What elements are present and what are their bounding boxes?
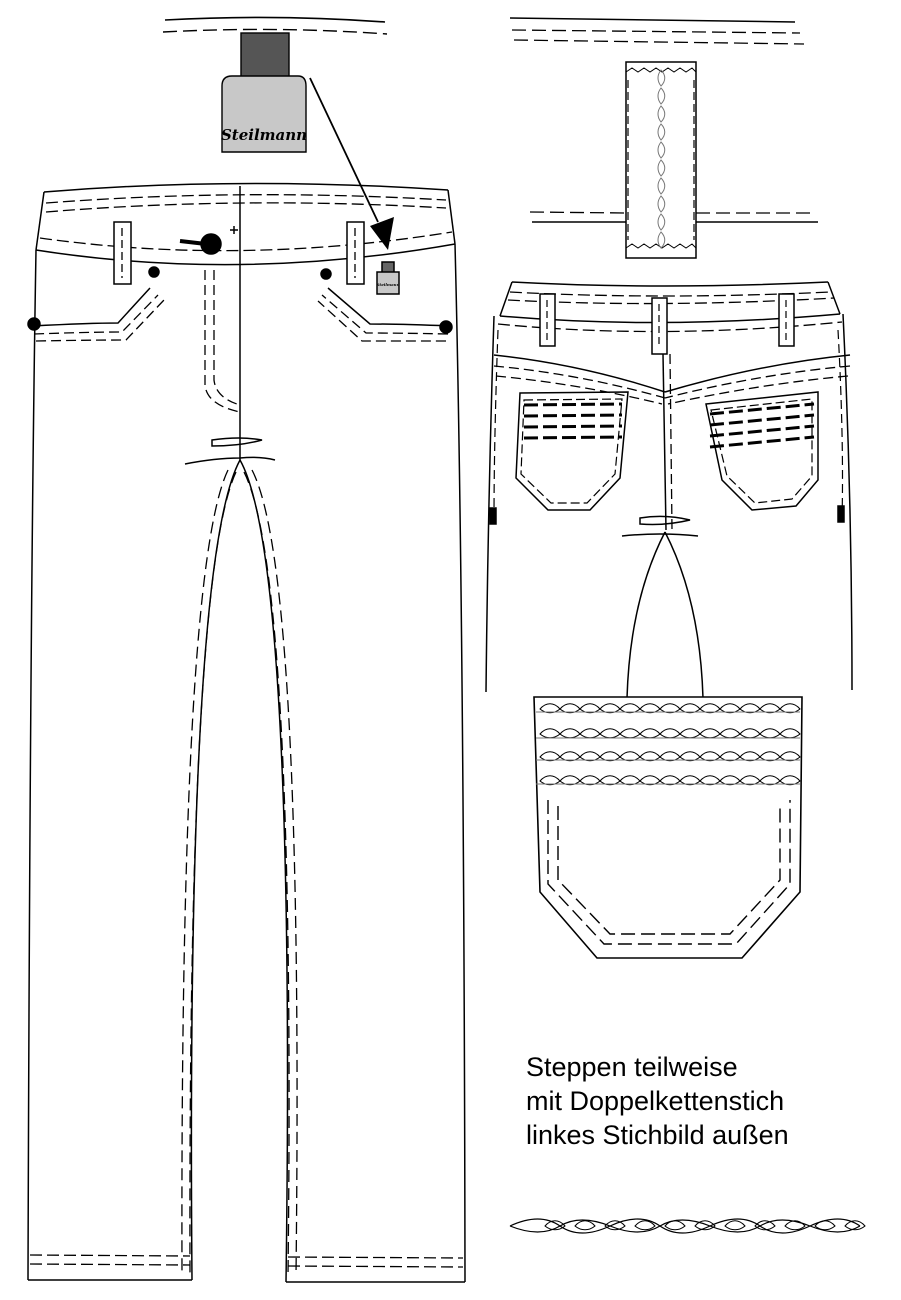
front-small-label [376, 271, 400, 295]
back-outseam-left [485, 315, 495, 693]
arrow-shaft [309, 77, 379, 223]
front-waistband-top [43, 182, 449, 193]
front-view: Steilmann [27, 182, 466, 1283]
note-line-2: mit Doppelkettenstich [526, 1086, 785, 1116]
front-waistband-bottom [35, 243, 456, 266]
front-outseam-right [454, 243, 466, 1283]
pocket-detail-outline [533, 696, 803, 959]
note-line-3: linkes Stichbild außen [526, 1120, 789, 1150]
front-inseam-left [190, 459, 241, 1281]
pocket-detail [533, 696, 803, 959]
front-outseam-left [27, 249, 37, 1281]
waistband-stitch [162, 28, 388, 35]
back-pocket-right [705, 391, 819, 511]
brand-label-text: Steilmann [221, 126, 307, 144]
front-inseam-right [239, 459, 289, 1283]
back-waistband-top [511, 281, 829, 287]
chain-stitch-sample [509, 1218, 866, 1234]
belt-loop-detail [509, 17, 818, 259]
waistband-top-edge [164, 16, 386, 23]
brand-label [221, 75, 307, 153]
back-outseam-right [842, 313, 853, 691]
label-tape [240, 32, 290, 84]
stitch-instruction-note: Steppen teilweise mit Doppelkettenstich … [526, 1050, 886, 1152]
note-line-1: Steppen teilweise [526, 1052, 738, 1082]
back-pocket-left [515, 391, 629, 511]
arrow-head [370, 217, 394, 250]
svg-text:Steilmann: Steilmann [377, 282, 400, 287]
pocket-chain-stitch-rows [536, 702, 801, 786]
label-detail: Steilmann [162, 16, 394, 250]
back-view [485, 281, 853, 699]
